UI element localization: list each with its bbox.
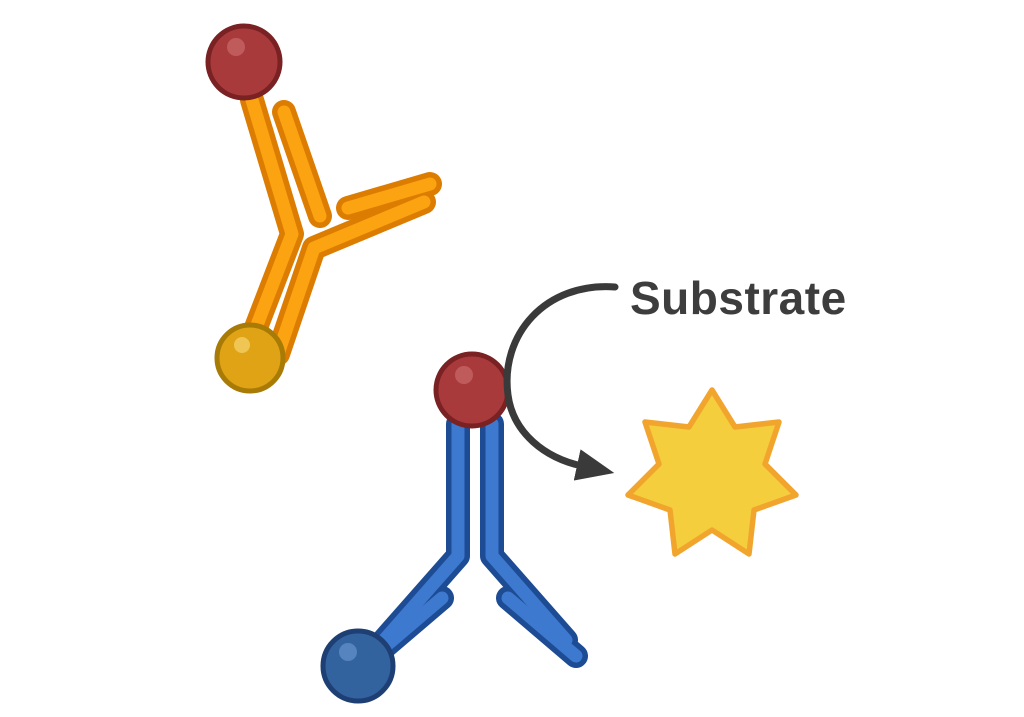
orange-antibody-outline	[240, 88, 442, 366]
blue-heavy-chain-left-fill	[377, 417, 465, 647]
red-sphere-body	[433, 351, 511, 429]
orange-heavy-chain-left-fill	[245, 93, 299, 345]
orange-antibody	[205, 23, 442, 394]
red-sphere-highlight	[227, 38, 245, 56]
red-sphere-center	[433, 351, 511, 429]
red-sphere-top-left	[205, 23, 283, 101]
substrate-label: Substrate	[630, 272, 847, 324]
red-sphere-body	[205, 23, 283, 101]
orange-heavy-chain-right-fill	[271, 195, 431, 361]
gold-sphere-enzyme	[214, 322, 286, 394]
blue-sphere-enzyme	[320, 628, 396, 704]
gold-sphere-body	[214, 322, 286, 394]
substrate-star-icon	[625, 387, 799, 557]
orange-light-chain-left-fill	[277, 105, 327, 223]
gold-sphere-highlight	[234, 337, 250, 353]
orange-antibody-body	[245, 93, 437, 361]
blue-antibody	[320, 351, 588, 704]
curved-arrow	[503, 283, 619, 481]
blue-heavy-chain-right-fill	[485, 417, 573, 647]
blue-sphere-body	[320, 628, 396, 704]
red-sphere-highlight	[455, 366, 473, 384]
blue-light-chain-right-fill	[501, 591, 583, 663]
orange-light-chain-right-fill	[341, 177, 437, 215]
blue-sphere-highlight	[339, 643, 357, 661]
blue-antibody-body	[367, 417, 583, 663]
